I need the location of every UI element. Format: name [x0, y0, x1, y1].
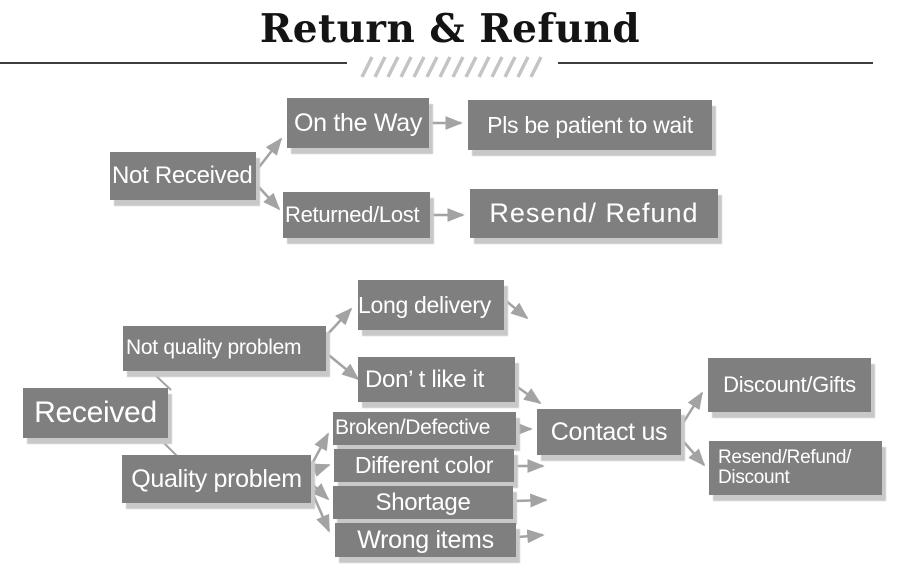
title-rule-right [558, 62, 873, 64]
page-title: Return & Refund [259, 6, 641, 52]
node-not-quality-problem: Not quality problem [123, 326, 326, 371]
node-broken-defective: Broken/Defective [333, 412, 516, 445]
node-resend-refund: Resend/ Refund [470, 189, 718, 238]
node-contact-us: Contact us [537, 409, 681, 455]
node-on-the-way: On the Way [287, 98, 429, 148]
node-received: Received [23, 388, 168, 438]
node-shortage: Shortage [333, 486, 513, 519]
node-long-delivery: Long delivery [358, 280, 504, 330]
node-pls-be-patient: Pls be patient to wait [468, 100, 712, 150]
title-rule-left [0, 62, 347, 64]
hatch-decoration [360, 56, 543, 78]
node-resend-refund-discount: Resend/Refund/ Discount [709, 441, 882, 495]
node-different-color: Different color [334, 449, 514, 482]
node-returned-lost: Returned/Lost [283, 192, 430, 238]
node-quality-problem: Quality problem [122, 455, 311, 503]
flow-links [151, 371, 178, 457]
flow-arrows [255, 116, 706, 544]
node-discount-gifts: Discount/Gifts [708, 358, 871, 412]
node-dont-like-it: Don’ t like it [358, 357, 515, 402]
node-wrong-items: Wrong items [335, 523, 516, 557]
node-not-received: Not Received [110, 152, 256, 200]
